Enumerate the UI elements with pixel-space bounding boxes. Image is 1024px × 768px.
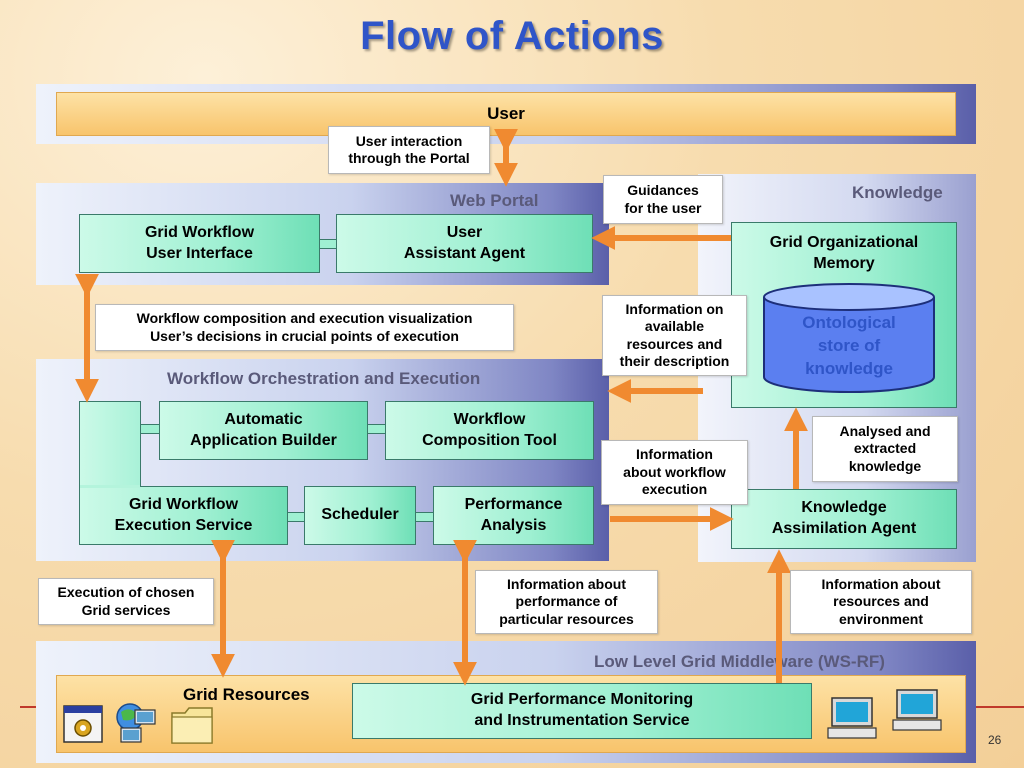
user-label: User	[487, 104, 525, 123]
note-resources-environment: Information about resources and environm…	[790, 570, 972, 634]
decorative-line	[20, 706, 38, 708]
app-builder-box: Automatic Application Builder	[159, 401, 368, 460]
orchestration-label: Workflow Orchestration and Execution	[167, 369, 481, 388]
user-assistant-agent-box: User Assistant Agent	[336, 214, 593, 273]
network-computers-icon	[116, 703, 156, 743]
composition-tool-box: Workflow Composition Tool	[385, 401, 594, 460]
knowledge-label: Knowledge	[852, 183, 943, 202]
note-performance-resources: Information about performance of particu…	[475, 570, 658, 634]
scheduler-box: Scheduler	[304, 486, 416, 545]
middleware-label: Low Level Grid Middleware (WS-RF)	[594, 652, 885, 671]
note-analysed-knowledge: Analysed and extracted knowledge	[812, 416, 958, 482]
grid-resources-label: Grid Resources	[183, 685, 310, 704]
monitoring-service-box: Grid Performance Monitoring and Instrume…	[352, 683, 812, 739]
note-execution-chosen: Execution of chosen Grid services	[38, 578, 214, 625]
execution-service-box: Grid Workflow Execution Service	[79, 486, 288, 545]
ontological-store-label: Ontological store of knowledge	[802, 313, 896, 378]
user-bar: User	[56, 92, 956, 136]
note-available-resources: Information on available resources and t…	[602, 295, 747, 376]
folder-icon	[171, 707, 213, 744]
decorative-line	[975, 706, 1024, 708]
web-portal-label: Web Portal	[450, 191, 539, 210]
computer-icon	[827, 697, 877, 739]
note-guidances: Guidances for the user	[603, 175, 723, 224]
note-user-interaction: User interaction through the Portal	[328, 126, 490, 174]
note-workflow-execution: Information about workflow execution	[601, 440, 748, 505]
grid-workflow-ui-box: Grid Workflow User Interface	[79, 214, 320, 273]
computer-icon	[892, 689, 942, 731]
knowledge-assimilation-agent-box: Knowledge Assimilation Agent	[731, 489, 957, 549]
ontological-store-cylinder	[763, 283, 935, 393]
page-number: 26	[988, 733, 1002, 747]
performance-analysis-box: Performance Analysis	[433, 486, 594, 545]
grid-org-memory-label: Grid Organizational Memory	[769, 234, 919, 272]
page-title: Flow of Actions	[360, 14, 664, 58]
note-workflow-visualization: Workflow composition and execution visua…	[95, 304, 514, 351]
settings-window-icon	[63, 705, 103, 743]
